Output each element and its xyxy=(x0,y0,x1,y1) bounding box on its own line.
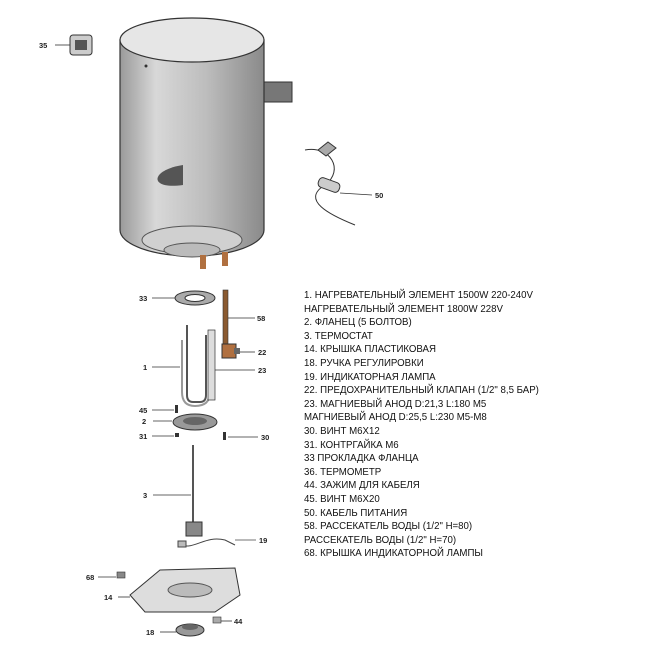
legend-item: 18. РУЧКА РЕГУЛИРОВКИ xyxy=(304,357,424,369)
callout-23: 23 xyxy=(258,366,267,375)
legend-item: 14. КРЫШКА ПЛАСТИКОВАЯ xyxy=(304,344,436,356)
legend-item: 58. РАССЕКАТЕЛЬ ВОДЫ (1/2" H=80) xyxy=(304,521,473,533)
callout-58: 58 xyxy=(257,314,266,323)
callout-2: 2 xyxy=(142,417,147,426)
callout-14: 14 xyxy=(104,593,113,602)
thermometer-part-35 xyxy=(55,34,93,56)
legend-item: 22. ПРЕДОХРАНИТЕЛЬНЫЙ КЛАПАН (1/2" 8,5 Б… xyxy=(304,385,539,397)
legend-item: 31. КОНТРГАЙКА M6 xyxy=(304,439,399,451)
adjustment-knob-part-18 xyxy=(160,616,232,637)
callout-31: 31 xyxy=(139,432,148,441)
legend-item: РАССЕКАТЕЛЬ ВОДЫ (1/2" H=70) xyxy=(304,534,457,546)
legend-item: 36. ТЕРМОМЕТР xyxy=(304,466,382,478)
callout-19: 19 xyxy=(259,536,268,545)
callout-33: 33 xyxy=(139,294,148,303)
legend-item: МАГНИЕВЫЙ АНОД D:25,5 L:230 M5-M8 xyxy=(304,412,487,424)
callout-30: 30 xyxy=(261,433,270,442)
legend-item: НАГРЕВАТЕЛЬНЫЙ ЭЛЕМЕНТ 1800W 228V xyxy=(304,303,503,315)
legend-item: 44. ЗАЖИМ ДЛЯ КАБЕЛЯ xyxy=(304,480,420,492)
callout-18: 18 xyxy=(146,628,155,637)
plastic-cover-part-14 xyxy=(98,567,241,613)
magnesium-anode-part-23 xyxy=(207,329,255,401)
legend-item: 45. ВИНТ M6X20 xyxy=(304,493,380,505)
heating-element-part-1 xyxy=(152,325,211,408)
callout-44: 44 xyxy=(234,617,243,626)
legend-item: 68. КРЫШКА ИНДИКАТОРНОЙ ЛАМПЫ xyxy=(304,548,483,560)
legend-item: 1. НАГРЕВАТЕЛЬНЫЙ ЭЛЕМЕНТ 1500W 220-240V xyxy=(304,290,533,301)
callout-50: 50 xyxy=(375,191,384,200)
callout-35: 35 xyxy=(39,41,48,50)
callout-1: 1 xyxy=(143,363,148,372)
callout-45: 45 xyxy=(139,406,148,415)
legend-item: 3. ТЕРМОСТАТ xyxy=(304,330,373,342)
legend-item: 30. ВИНТ M6X12 xyxy=(304,425,380,437)
indicator-lamp-part-19 xyxy=(177,538,256,548)
power-cable-part-50 xyxy=(304,141,373,226)
water-heater-tank xyxy=(119,17,293,269)
legend-item: 19. ИНДИКАТОРНАЯ ЛАМПА xyxy=(304,371,436,383)
water-diffuser-part-58 xyxy=(222,289,255,346)
parts-legend: 1. НАГРЕВАТЕЛЬНЫЙ ЭЛЕМЕНТ 1500W 220-240V… xyxy=(304,289,557,561)
safety-valve-part-22 xyxy=(221,343,255,359)
callout-3: 3 xyxy=(143,491,148,500)
legend-item: 50. КАБЕЛЬ ПИТАНИЯ xyxy=(304,507,408,519)
thermostat-part-3 xyxy=(153,445,203,537)
legend-item: 2. ФЛАНЕЦ (5 БОЛТОВ) xyxy=(304,317,412,329)
legend-item: 23. МАГНИЕВЫЙ АНОД D:21,3 L:180 M5 xyxy=(304,398,487,410)
callout-68: 68 xyxy=(86,573,95,582)
flange-gasket-part-33 xyxy=(152,290,216,306)
flange-part-2 xyxy=(152,405,258,440)
callout-22: 22 xyxy=(258,348,267,357)
legend-item: 33 ПРОКЛАДКА ФЛАНЦА xyxy=(304,453,419,465)
